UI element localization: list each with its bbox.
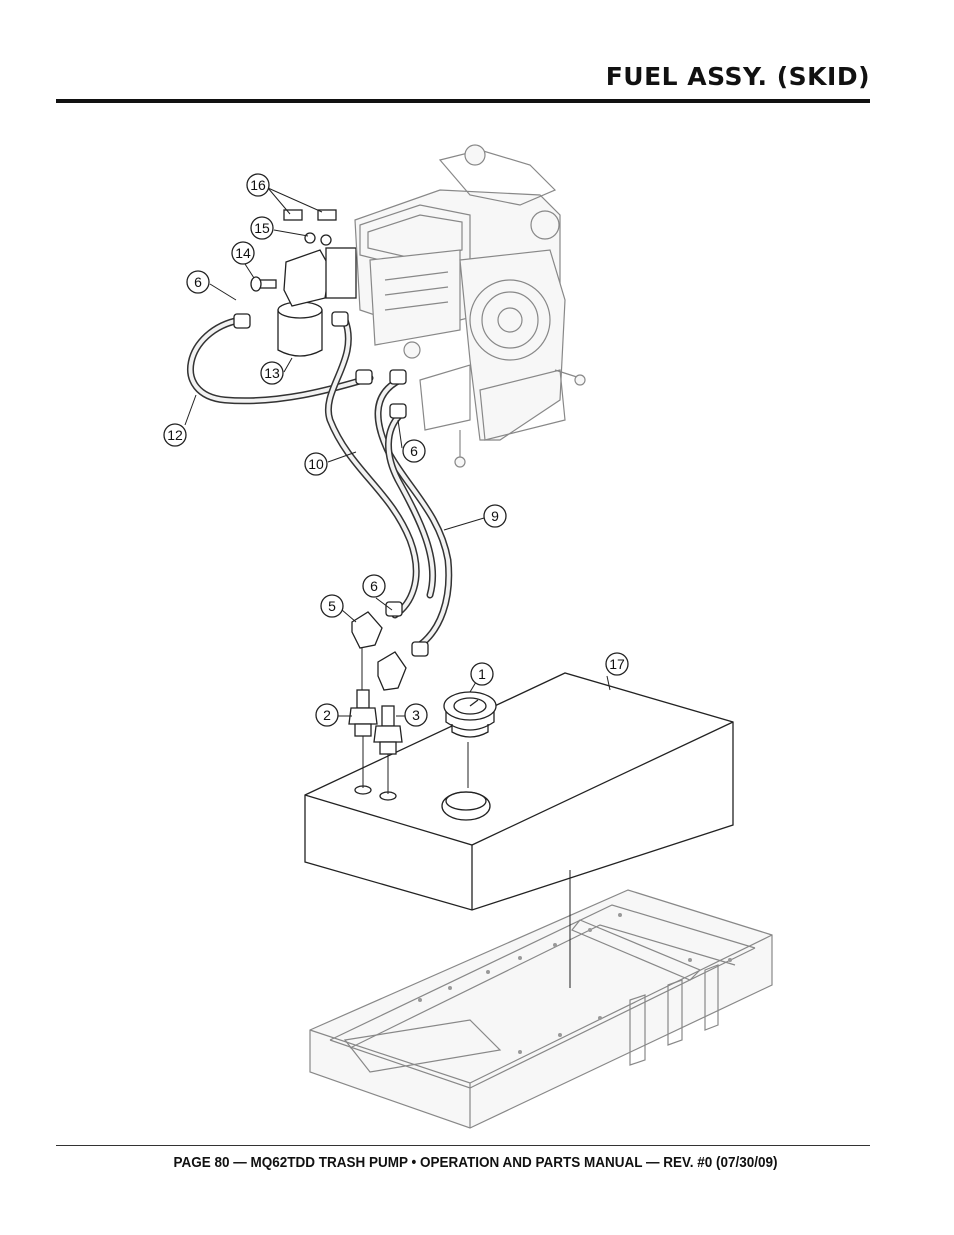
svg-text:6: 6 bbox=[370, 578, 378, 594]
callout-17: 17 bbox=[605, 652, 629, 676]
page-footer: PAGE 80 — MQ62TDD TRASH PUMP • OPERATION… bbox=[173, 1154, 778, 1171]
callout-1: 1 bbox=[470, 662, 494, 686]
callout-10: 10 bbox=[304, 452, 328, 476]
svg-text:15: 15 bbox=[254, 220, 270, 236]
callout-15: 15 bbox=[250, 216, 274, 240]
hose-clamps bbox=[233, 311, 429, 657]
svg-text:6: 6 bbox=[410, 443, 418, 459]
leader-lines bbox=[184, 187, 611, 717]
svg-text:14: 14 bbox=[235, 245, 251, 261]
skid-frame bbox=[309, 889, 773, 1129]
fuel-filter bbox=[250, 209, 357, 357]
callout-14: 14 bbox=[231, 241, 255, 265]
elbow-fittings bbox=[351, 611, 407, 691]
svg-text:17: 17 bbox=[609, 656, 625, 672]
svg-text:5: 5 bbox=[328, 598, 336, 614]
callout-12: 12 bbox=[163, 423, 187, 447]
fuel-hoses bbox=[187, 316, 453, 649]
footer-rule bbox=[56, 1145, 870, 1146]
page-title: FUEL ASSY. (SKID) bbox=[605, 62, 870, 91]
fuel-cap bbox=[443, 691, 497, 788]
callout-3: 3 bbox=[404, 703, 428, 727]
svg-text:10: 10 bbox=[308, 456, 324, 472]
svg-text:3: 3 bbox=[412, 707, 420, 723]
callout-9: 9 bbox=[483, 504, 507, 528]
svg-text:12: 12 bbox=[167, 427, 183, 443]
callout-6a: 6 bbox=[186, 270, 210, 294]
fuel-tank bbox=[304, 672, 734, 988]
svg-text:6: 6 bbox=[194, 274, 202, 290]
callout-6c: 6 bbox=[362, 574, 386, 598]
callout-16: 16 bbox=[246, 173, 270, 197]
callout-5: 5 bbox=[320, 594, 344, 618]
callout-6b: 6 bbox=[402, 439, 426, 463]
callout-13: 13 bbox=[260, 361, 284, 385]
svg-text:13: 13 bbox=[264, 365, 280, 381]
svg-text:1: 1 bbox=[478, 666, 486, 682]
svg-text:9: 9 bbox=[491, 508, 499, 524]
callout-2: 2 bbox=[315, 703, 339, 727]
header-rule bbox=[56, 99, 870, 103]
fuel-pickup-tubes bbox=[348, 689, 403, 794]
svg-text:2: 2 bbox=[323, 707, 331, 723]
engine bbox=[354, 144, 586, 468]
svg-text:16: 16 bbox=[250, 177, 266, 193]
